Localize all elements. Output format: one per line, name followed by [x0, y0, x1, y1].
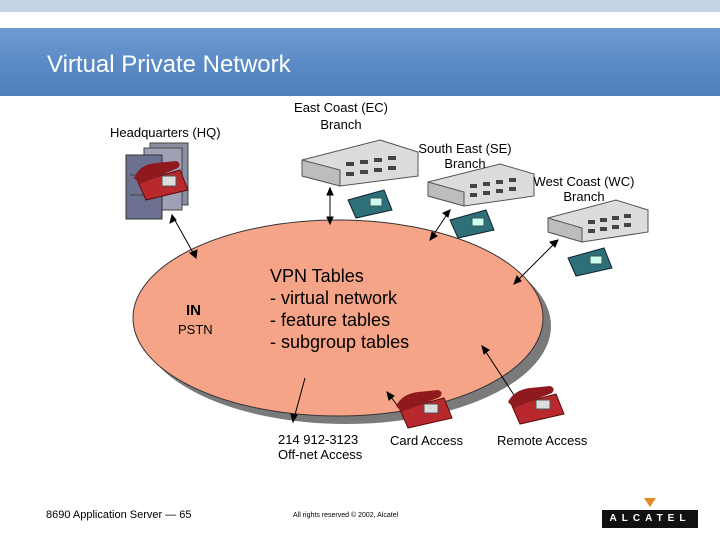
hq-label: Headquarters (HQ) — [110, 125, 221, 140]
footer-page-label: 8690 Application Server — 65 — [46, 509, 192, 521]
arrow-hq-bottom — [189, 249, 198, 259]
card-access-label: Card Access — [390, 433, 463, 448]
arrow-se-bottom — [429, 231, 438, 242]
ec-building-icon — [301, 139, 419, 187]
connection-lines — [169, 186, 559, 424]
vpn-line: - subgroup tables — [270, 332, 410, 352]
arrow-remote — [481, 344, 490, 355]
footer-copyright: All rights reserved © 2002, Alcatel — [293, 512, 399, 519]
ec-label-line1: East Coast (EC) — [294, 100, 388, 115]
vpn-tables-text: VPN Tables - virtual network - feature t… — [270, 265, 409, 353]
wc-label-line2: Branch — [563, 189, 605, 204]
line-hq — [171, 214, 197, 259]
arrow-wc-top — [549, 239, 559, 248]
se-phone-icon — [449, 209, 495, 239]
line-wc — [513, 239, 559, 285]
arrow-ec-top — [326, 186, 334, 196]
pstn-label: PSTN — [178, 322, 213, 337]
top-stripe — [0, 0, 720, 12]
line-remote — [481, 345, 515, 396]
wc-phone-icon — [567, 247, 613, 277]
offnet-label-line2: Off-net Access — [278, 447, 363, 462]
arrow-wc-bottom — [513, 275, 522, 285]
arrow-hq-top — [169, 213, 177, 224]
se-label-line1: South East (SE) — [418, 141, 512, 156]
network-cloud — [132, 219, 544, 417]
hq-phone-icon — [134, 161, 189, 201]
arrow-ec-bottom — [326, 216, 334, 226]
wc-label-line1: West Coast (WC) — [533, 174, 635, 189]
ec-label-line2: Branch — [320, 117, 362, 132]
vpn-line: - virtual network — [270, 288, 398, 308]
se-building-icon — [427, 163, 535, 207]
vpn-line: - feature tables — [270, 310, 391, 330]
slide-title: Virtual Private Network — [47, 51, 291, 78]
vpn-line: VPN Tables — [270, 266, 364, 286]
title-bar — [0, 28, 720, 96]
remote-access-phone-icon — [508, 386, 565, 425]
alcatel-logo: ALCATEL — [602, 510, 698, 528]
wc-building-icon — [547, 199, 649, 243]
alcatel-logo-mark — [644, 498, 656, 507]
arrow-se-top — [442, 209, 451, 218]
in-label: IN — [186, 302, 201, 319]
offnet-label-line1: 214 912-3123 — [278, 432, 359, 447]
arrow-card — [386, 390, 395, 401]
remote-access-label: Remote Access — [497, 433, 588, 448]
ec-phone-icon — [347, 189, 393, 219]
se-label-line2: Branch — [444, 156, 486, 171]
card-access-phone-icon — [396, 390, 453, 429]
arrow-offnet — [290, 413, 298, 424]
